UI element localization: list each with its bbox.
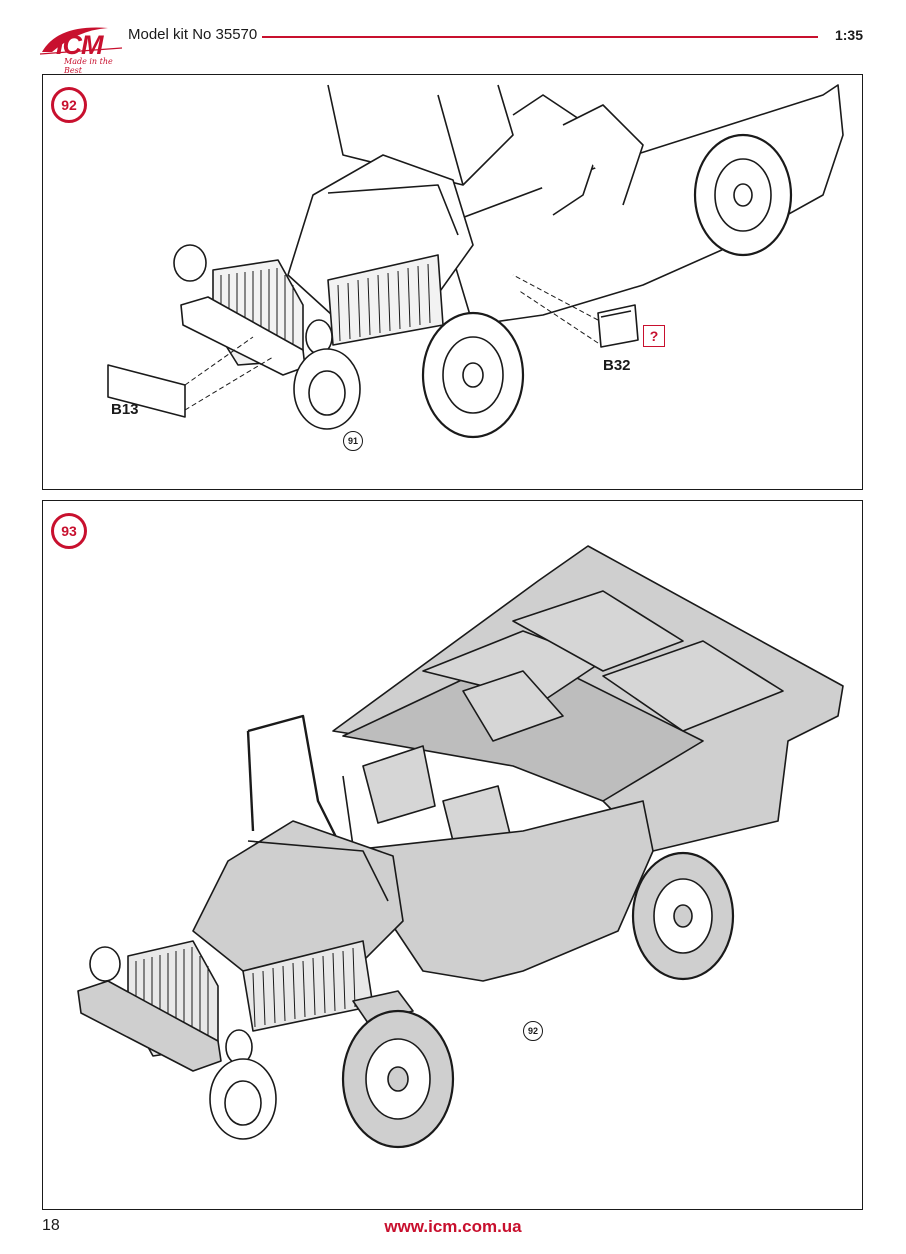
logo-slogan: Made in the Best [64, 57, 113, 75]
step-93-vehicle-assembled-drawing [77, 545, 844, 1149]
step-number-badge: 93 [51, 513, 87, 549]
page-number: 18 [42, 1217, 60, 1234]
page-header: ICM Made in the Best Model kit No 35570 … [0, 0, 906, 75]
scale-label: 1:35 [834, 27, 863, 43]
step-92-vehicle-front-drawing [107, 84, 844, 439]
logo-sweep-icon [39, 27, 123, 55]
logo-text: ICM [56, 30, 103, 60]
part-label-b13: B13 [111, 401, 139, 418]
step-93-panel: 93 92 [42, 500, 863, 1210]
header-rule [262, 36, 818, 38]
website-link[interactable]: www.icm.com.ua [384, 1217, 522, 1236]
ref-step-badge: 92 [523, 1021, 543, 1041]
ref-step-badge: 91 [343, 431, 363, 451]
step-number-badge: 92 [51, 87, 87, 123]
kit-title: Model kit No 35570 [128, 26, 258, 43]
part-label-b32: B32 [603, 357, 631, 374]
step-92-panel: 92 B13 B32 ? 91 [42, 74, 863, 490]
icm-logo: ICM Made in the Best [38, 18, 124, 75]
attention-marker: ? [643, 325, 665, 347]
